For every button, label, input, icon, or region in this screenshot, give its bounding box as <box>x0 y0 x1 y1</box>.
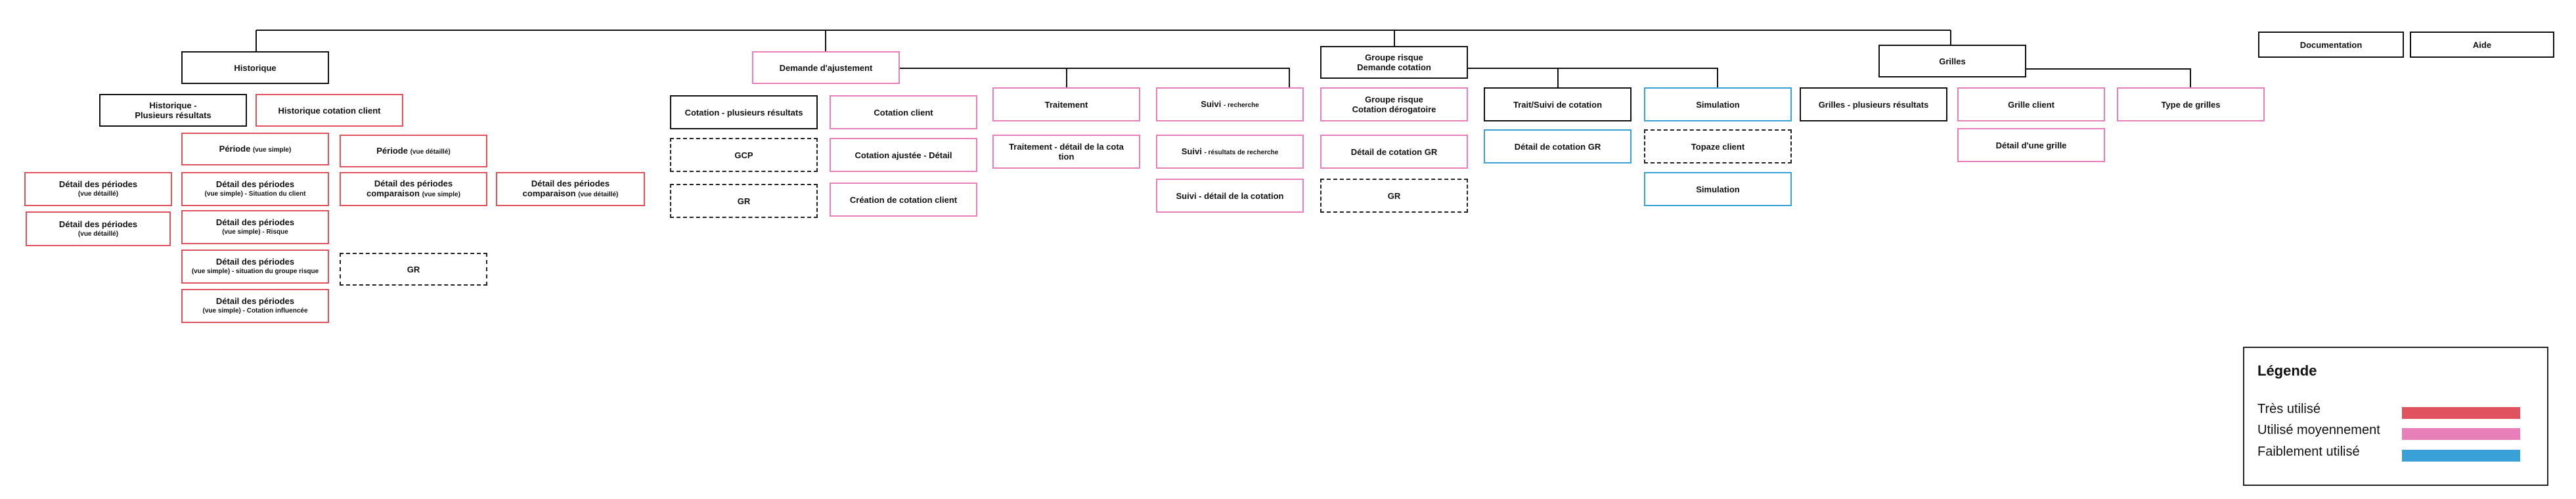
legend-label-tres: Très utilisé <box>2257 402 2321 416</box>
detail-cotation-gr-node[interactable]: Détail de cotation GR <box>1320 135 1468 169</box>
detail-periodes-a-node[interactable]: Détail des périodes (vue détaillé) <box>24 172 172 206</box>
legend-swatch-tres <box>2402 407 2520 419</box>
cotation-ajustee-node[interactable]: Cotation ajustée - Détail <box>830 138 977 172</box>
detail-cotation-gr-blue-node[interactable]: Détail de cotation GR <box>1484 129 1632 163</box>
suivi-resultats-node[interactable]: Suivi - résultats de recherche <box>1156 135 1304 169</box>
legend-label-faible: Faiblement utilisé <box>2257 445 2360 459</box>
dp-risque-node[interactable]: Détail des périodes (vue simple) - Risqu… <box>181 210 329 244</box>
gr-groupe-node[interactable]: GR <box>1320 179 1468 213</box>
groupe-bar <box>1468 68 1718 87</box>
legend-swatch-moyen <box>2402 428 2520 440</box>
detail-periodes-b-node[interactable]: Détail des périodes (vue détaillé) <box>26 211 171 246</box>
gr-cotation-node[interactable]: GR <box>670 184 818 218</box>
topaze-client-node[interactable]: Topaze client <box>1644 129 1792 163</box>
historique-node[interactable]: Historique <box>181 51 329 84</box>
grilles-plusieurs-node[interactable]: Grilles - plusieurs résultats <box>1800 87 1947 121</box>
cotation-client-node[interactable]: Cotation client <box>830 95 977 129</box>
aide-node[interactable]: Aide <box>2410 32 2554 58</box>
historique-plusieurs-node[interactable]: Historique - Plusieurs résultats <box>99 94 247 127</box>
gr-cotation-derogatoire-node[interactable]: Groupe risque Cotation dérogatoire <box>1320 87 1468 121</box>
dp-comparaison-simple-node[interactable]: Détail des périodes comparaison (vue sim… <box>340 172 487 206</box>
legend-title: Légende <box>2257 362 2317 379</box>
dp-cotation-influencee-node[interactable]: Détail des périodes (vue simple) - Cotat… <box>181 289 329 323</box>
simulation-node[interactable]: Simulation <box>1644 87 1792 121</box>
legend-swatch-faible <box>2402 450 2520 462</box>
gr-historique-node[interactable]: GR <box>340 253 487 286</box>
traitement-detail-node[interactable]: Traitement - détail de la cota tion <box>992 135 1140 169</box>
demande-bar <box>900 68 1290 87</box>
demande-ajustement-node[interactable]: Demande d'ajustement <box>752 51 900 84</box>
grilles-bar <box>2025 68 2191 87</box>
grilles-node[interactable]: Grilles <box>1878 45 2026 77</box>
cotation-plusieurs-node[interactable]: Cotation - plusieurs résultats <box>670 95 818 129</box>
traitement-node[interactable]: Traitement <box>992 87 1140 121</box>
suivi-recherche-node[interactable]: Suivi - recherche <box>1156 87 1304 121</box>
dp-groupe-risque-node[interactable]: Détail des périodes (vue simple) - situa… <box>181 250 329 284</box>
trait-suivi-node[interactable]: Trait/Suivi de cotation <box>1484 87 1632 121</box>
groupe-risque-node[interactable]: Groupe risque Demande cotation <box>1320 46 1468 79</box>
periode-simple-node[interactable]: Période (vue simple) <box>181 133 329 165</box>
dp-situation-client-node[interactable]: Détail des périodes (vue simple) - Situa… <box>181 172 329 206</box>
grille-client-node[interactable]: Grille client <box>1957 87 2105 121</box>
documentation-node[interactable]: Documentation <box>2258 32 2404 58</box>
periode-detaille-node[interactable]: Période (vue détaillé) <box>340 135 487 167</box>
suivi-detail-node[interactable]: Suivi - détail de la cotation <box>1156 179 1304 213</box>
detail-grille-node[interactable]: Détail d'une grille <box>1957 128 2105 162</box>
simulation-2-node[interactable]: Simulation <box>1644 172 1792 206</box>
dp-comparaison-detaille-node[interactable]: Détail des périodes comparaison (vue dét… <box>496 172 645 206</box>
legend-box: Légende Très utilisé Utilisé moyennement… <box>2243 347 2548 486</box>
type-grilles-node[interactable]: Type de grilles <box>2117 87 2265 121</box>
legend-label-moyen: Utilisé moyennement <box>2257 423 2380 437</box>
creation-cotation-node[interactable]: Création de cotation client <box>830 183 977 217</box>
historique-cotation-client-node[interactable]: Historique cotation client <box>255 94 403 127</box>
gcp-node[interactable]: GCP <box>670 138 818 172</box>
